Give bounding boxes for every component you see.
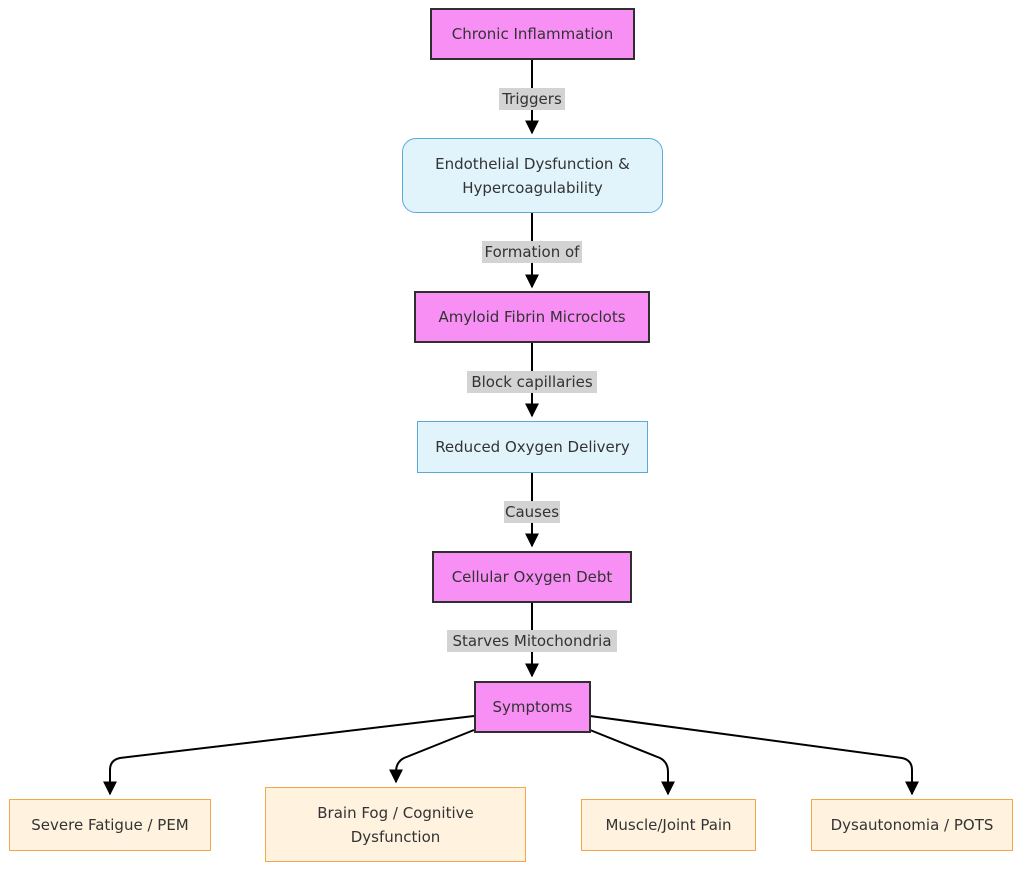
edge-to-muscle-pain [589,729,675,796]
node-dysautonomia: Dysautonomia / POTS [811,799,1013,851]
node-label: Amyloid Fibrin Microclots [438,308,626,326]
node-reduced-oxygen-delivery: Reduced Oxygen Delivery [417,421,648,473]
edge-to-fatigue [103,715,475,796]
edge-label-starves-mitochondria: Starves Mitochondria [447,630,617,652]
edge-to-brain-fog [389,729,475,784]
edge-label-triggers: Triggers [499,88,565,110]
node-cellular-oxygen-debt: Cellular Oxygen Debt [432,551,632,603]
node-label: Dysautonomia / POTS [830,816,994,834]
node-severe-fatigue: Severe Fatigue / PEM [9,799,211,851]
node-label-line2: Dysfunction [350,827,441,846]
edge-label-causes: Causes [504,501,560,523]
edge-to-dysautonomia [589,715,919,796]
node-label: Cellular Oxygen Debt [451,568,613,586]
edge-label-formation-of: Formation of [482,241,582,263]
node-chronic-inflammation: Chronic Inflammation [430,8,635,60]
node-label: Chronic Inflammation [451,25,614,43]
node-endothelial-dysfunction: Endothelial Dysfunction & Hypercoagulabi… [402,138,663,213]
node-amyloid-fibrin-microclots: Amyloid Fibrin Microclots [414,291,650,343]
node-label: Symptoms [492,698,573,716]
node-muscle-joint-pain: Muscle/Joint Pain [581,799,756,851]
node-label: Severe Fatigue / PEM [31,816,189,834]
node-symptoms: Symptoms [474,681,591,733]
node-label-line2: Hypercoagulability [462,178,603,197]
edge-label-block-capillaries: Block capillaries [467,371,597,393]
node-label: Muscle/Joint Pain [605,816,732,834]
node-label: Reduced Oxygen Delivery [435,438,630,456]
node-label-line1: Brain Fog / Cognitive [317,803,474,822]
node-label-line1: Endothelial Dysfunction & [435,154,630,173]
node-brain-fog: Brain Fog / Cognitive Dysfunction [265,787,526,862]
